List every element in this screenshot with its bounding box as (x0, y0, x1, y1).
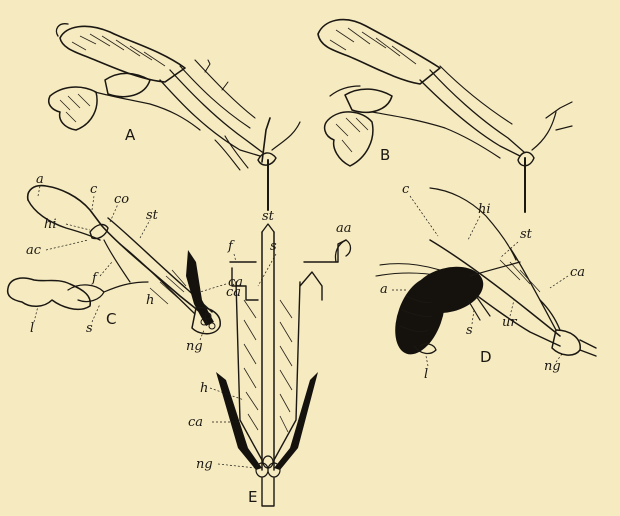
label-e-ca-top: ca (226, 285, 241, 300)
label-c-s: s (86, 321, 93, 336)
label-d-s: s (466, 323, 473, 338)
label-e-aa: aa (336, 221, 352, 236)
label-e-ca: ca (188, 415, 203, 430)
figure-e-letter: E (248, 488, 257, 506)
label-e-s: s (270, 239, 277, 254)
label-d-a: a (380, 282, 388, 297)
flower-c-section: a c hi co st ac f h ca l s ng C (8, 172, 243, 354)
label-c-a: a (36, 172, 44, 187)
label-d-l: l (424, 367, 428, 382)
flower-e-section: st aa f s ca h ca ng E (188, 209, 352, 506)
label-d-ng: ng (544, 359, 561, 374)
flower-a: A (49, 24, 300, 210)
label-c-f: f (91, 271, 99, 286)
label-c-co: co (114, 192, 129, 207)
label-e-ng: ng (196, 457, 213, 472)
flower-d-with-bee: c hi st ca a s ur l ng D (376, 182, 596, 382)
label-d-st: st (520, 227, 533, 242)
label-d-ur: ur (502, 315, 517, 330)
label-e-st: st (262, 209, 275, 224)
label-c-c: c (90, 182, 98, 197)
figure-a-letter: A (125, 126, 136, 144)
label-c-ac: ac (26, 243, 42, 258)
figure-d-letter: D (480, 348, 492, 366)
label-c-ng: ng (186, 339, 203, 354)
label-e-f: f (227, 239, 235, 254)
label-c-l: l (30, 321, 34, 336)
flower-b: B (318, 20, 572, 212)
label-e-h: h (200, 381, 208, 396)
label-c-h: h (146, 293, 154, 308)
figure-b-letter: B (380, 146, 390, 164)
label-c-st: st (146, 208, 159, 223)
label-d-c: c (402, 182, 410, 197)
figure-c-letter: C (106, 310, 116, 328)
label-d-ca: ca (570, 265, 585, 280)
label-d-hi: hi (478, 202, 491, 217)
label-c-hi: hi (44, 217, 57, 232)
